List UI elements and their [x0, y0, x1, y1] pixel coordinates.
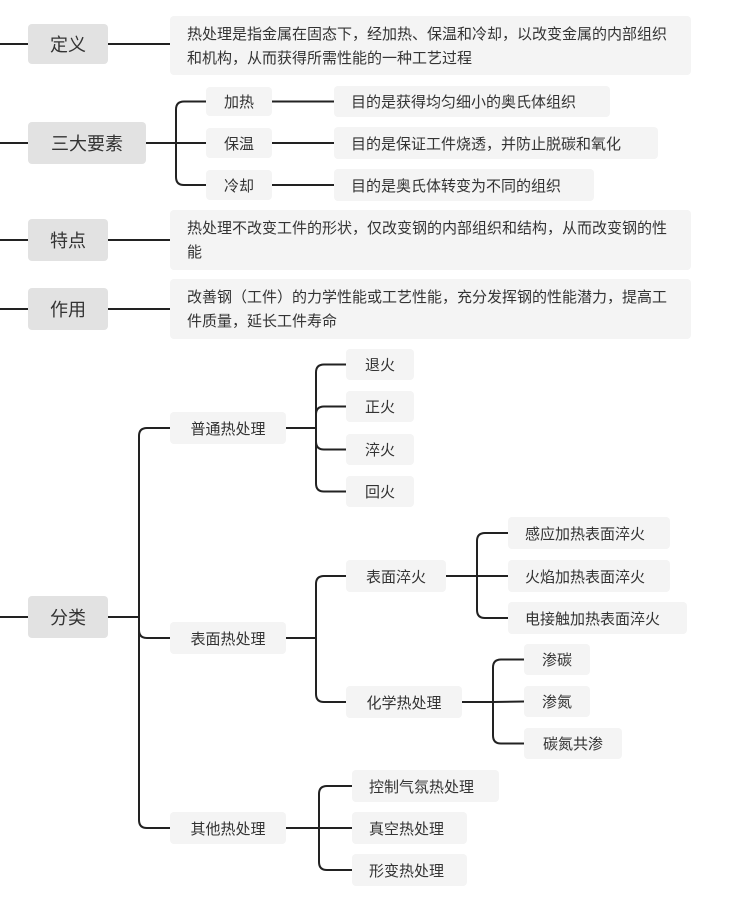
connector	[492, 700, 525, 703]
connector	[318, 828, 352, 871]
element-holding-purpose[interactable]: 目的是保证工件烧透，并防止脱碳和氧化	[334, 127, 658, 159]
connector	[138, 617, 170, 829]
connector	[476, 576, 508, 619]
chemical-heat-treatment[interactable]: 化学热处理	[346, 686, 462, 718]
connector	[318, 785, 352, 828]
connector	[492, 658, 524, 702]
controlled-atmosphere-heat-treatment[interactable]: 控制气氛热处理	[352, 770, 499, 802]
induction-surface-quenching[interactable]: 感应加热表面淬火	[508, 517, 670, 549]
function-text[interactable]: 改善钢（工件）的力学性能或工艺性能，充分发挥钢的性能潜力，提高工件质量，延长工件…	[170, 279, 691, 339]
connector	[315, 428, 346, 451]
element-cooling-purpose[interactable]: 目的是奥氏体转变为不同的组织	[334, 169, 594, 201]
topic-three-elements[interactable]: 三大要素	[28, 122, 146, 164]
element-heating[interactable]: 加热	[206, 87, 272, 116]
connector	[315, 405, 346, 428]
ordinary-heat-treatment[interactable]: 普通热处理	[170, 412, 286, 444]
connector	[476, 532, 508, 576]
definition-text[interactable]: 热处理是指金属在固态下，经加热、保温和冷却，以改变金属的内部组织和机构，从而获得…	[170, 16, 691, 75]
quenching[interactable]: 淬火	[346, 434, 414, 465]
flame-surface-quenching[interactable]: 火焰加热表面淬火	[508, 560, 670, 592]
element-cooling[interactable]: 冷却	[206, 170, 272, 200]
surface-heat-treatment[interactable]: 表面热处理	[170, 622, 286, 654]
contact-surface-quenching[interactable]: 电接触加热表面淬火	[508, 602, 687, 634]
deformation-heat-treatment[interactable]: 形变热处理	[352, 854, 467, 886]
element-holding[interactable]: 保温	[206, 128, 272, 158]
connector	[315, 363, 346, 428]
other-heat-treatment[interactable]: 其他热处理	[170, 812, 286, 844]
connector	[315, 575, 346, 638]
connector	[315, 638, 346, 703]
carbonitriding[interactable]: 碳氮共渗	[524, 728, 622, 759]
annealing[interactable]: 退火	[346, 349, 414, 380]
connector	[492, 702, 524, 745]
connector	[138, 617, 170, 639]
connector	[315, 428, 346, 493]
connector	[138, 427, 170, 617]
surface-quenching[interactable]: 表面淬火	[346, 560, 446, 592]
topic-function[interactable]: 作用	[28, 288, 108, 330]
tempering[interactable]: 回火	[346, 476, 414, 507]
carburizing[interactable]: 渗碳	[524, 644, 590, 675]
vacuum-heat-treatment[interactable]: 真空热处理	[352, 812, 467, 844]
topic-classification[interactable]: 分类	[28, 596, 108, 638]
normalizing[interactable]: 正火	[346, 391, 414, 422]
element-heating-purpose[interactable]: 目的是获得均匀细小的奥氏体组织	[334, 86, 610, 117]
topic-features[interactable]: 特点	[28, 219, 108, 261]
topic-definition[interactable]: 定义	[28, 24, 108, 64]
connector	[175, 100, 206, 143]
nitriding[interactable]: 渗氮	[524, 686, 590, 717]
features-text[interactable]: 热处理不改变工件的形状，仅改变钢的内部组织和结构，从而改变钢的性能	[170, 210, 691, 270]
connector	[175, 143, 206, 186]
